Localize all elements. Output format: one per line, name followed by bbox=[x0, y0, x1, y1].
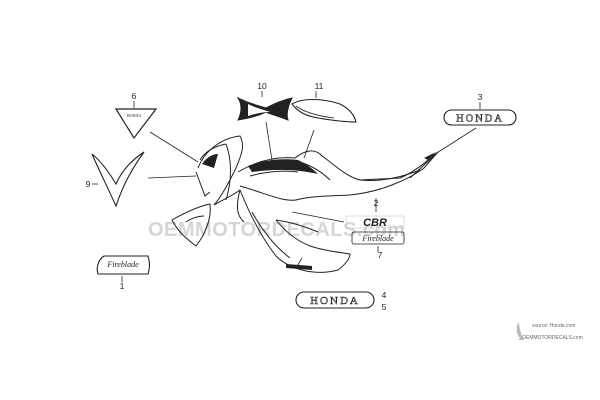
motorcycle-fairing-outline bbox=[171, 135, 439, 273]
callout-10: 10 bbox=[257, 81, 267, 91]
decal-1-text: Fireblade bbox=[106, 260, 139, 269]
callout-3: 3 bbox=[478, 92, 483, 102]
decal-2-cbr: CBR bbox=[345, 215, 405, 229]
decal-4-5-text: HONDA bbox=[310, 295, 360, 307]
callout-11: 11 bbox=[315, 81, 324, 91]
source-credit-text: source: Honda.com bbox=[532, 323, 575, 329]
callout-6: 6 bbox=[132, 91, 137, 101]
source-credit: source: Honda.com OEMMOTORDECALS.com bbox=[516, 322, 583, 341]
callouts: 6 10 11 3 9 2 7 1 4 5 bbox=[86, 81, 483, 312]
decal-11-shape bbox=[291, 98, 357, 123]
callout-2: 2 bbox=[374, 198, 379, 208]
decal-10-shape bbox=[236, 96, 293, 121]
decal-7-text: Fireblade bbox=[361, 234, 394, 243]
decal-9-v-shape bbox=[91, 151, 145, 208]
callout-9: 9 bbox=[86, 179, 91, 189]
mascot-icon bbox=[516, 322, 524, 340]
leader-lines bbox=[92, 91, 481, 282]
decal-1-fireblade: Fireblade bbox=[96, 255, 151, 275]
callout-7: 7 bbox=[378, 250, 383, 260]
decal-3-honda: HONDA bbox=[443, 109, 517, 126]
decal-4-5-honda: HONDA bbox=[295, 291, 375, 309]
source-credit-watermark: OEMMOTORDECALS.com bbox=[522, 335, 583, 341]
decal-6-triangle: HONDA bbox=[114, 108, 158, 140]
fairing-dark-accents bbox=[202, 152, 436, 270]
callout-4: 4 bbox=[382, 290, 387, 300]
decal-7-fireblade: Fireblade bbox=[351, 231, 405, 245]
decal-2-text: CBR bbox=[363, 217, 387, 229]
callout-1: 1 bbox=[120, 281, 125, 291]
callout-5: 5 bbox=[382, 302, 387, 312]
decal-6-text: HONDA bbox=[127, 113, 142, 118]
decal-3-text: HONDA bbox=[456, 114, 504, 125]
watermark-text: OEMMOTORDECALS.com bbox=[148, 219, 406, 241]
